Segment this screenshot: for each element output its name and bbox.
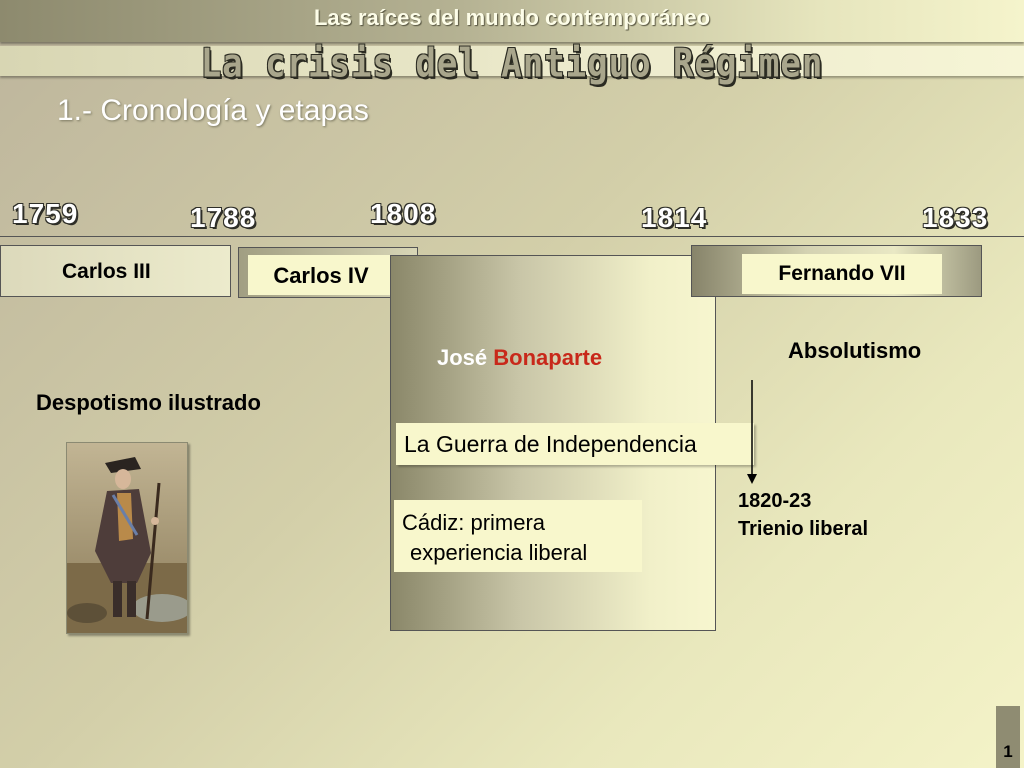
year-1759: 1759 [12,198,79,229]
year-1833: 1833 [922,202,989,233]
year-1788: 1788 [190,202,257,233]
cadiz-line-1: Cádiz: primera [402,510,546,535]
label-absolutismo: Absolutismo [788,338,922,363]
label-jose: José [437,345,488,370]
label-bonaparte: Bonaparte [493,345,603,370]
cadiz-line-2: experiencia liberal [410,540,588,565]
label-fernando-vii: Fernando VII [742,254,942,294]
portrait-carlos-iii [66,442,188,634]
title-band [0,46,1024,76]
label-trienio-liberal: Trienio liberal [738,518,869,540]
trienio-arrow [747,380,757,484]
section-heading: 1.- Cronología y etapas [57,94,369,127]
page-number: 1 [1003,742,1013,761]
label-despotismo-ilustrado: Despotismo ilustrado [36,390,261,415]
label-carlos-iv: Carlos IV [248,255,394,295]
label-carlos-iii: Carlos III [62,260,151,283]
header-band [0,0,1024,42]
label-cadiz: Cádiz: primera experiencia liberal [394,500,642,572]
label-trienio-years: 1820-23 [738,490,812,512]
page-number-tab [996,706,1020,768]
year-1814: 1814 [641,202,708,233]
header-subtitle: Las raíces del mundo contemporáneo [313,5,711,30]
label-jose-bonaparte: José Bonaparte [437,345,602,371]
reign-box-carlos-iii [0,245,231,297]
year-1808: 1808 [370,198,437,229]
main-title: La crisis del Antiguo Régimen [200,41,824,87]
label-guerra-independencia: La Guerra de Independencia [396,423,754,465]
timeline-axis [0,236,1024,237]
